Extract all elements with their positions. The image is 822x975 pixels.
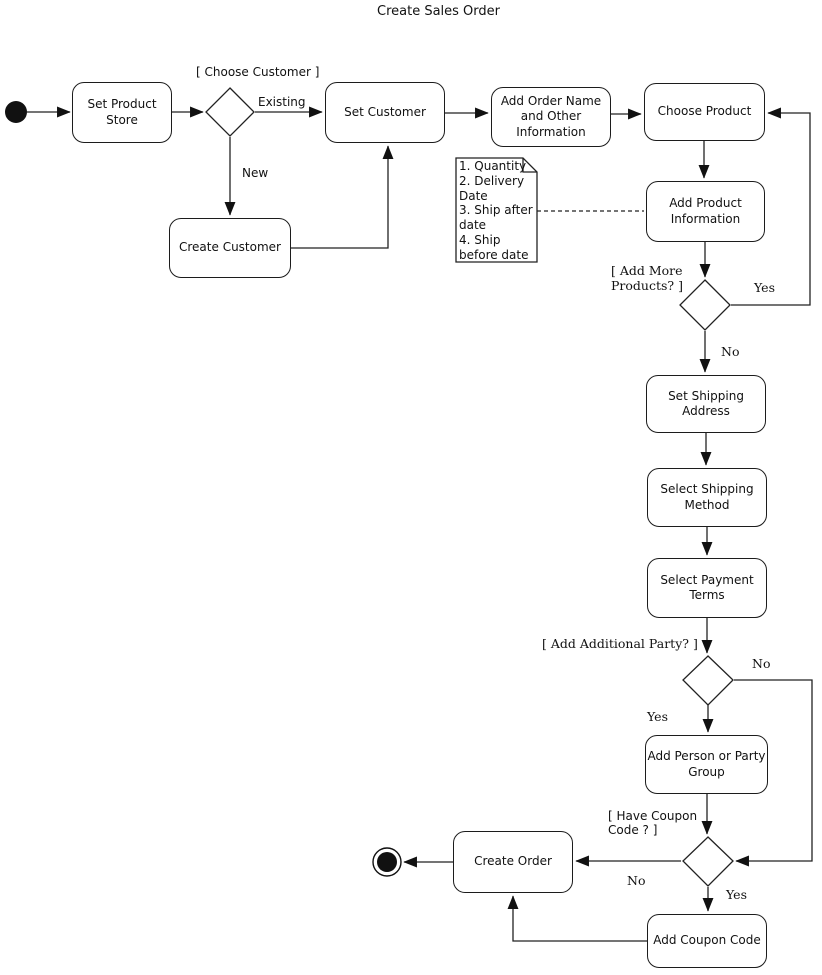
note-line: 3. Ship after bbox=[459, 203, 533, 218]
edge-add-more-yes-loop bbox=[731, 107, 811, 306]
note-line: 1. Quantity bbox=[459, 159, 527, 173]
initial-node bbox=[5, 101, 27, 123]
activity-add-coupon-code: Add Coupon Code bbox=[647, 914, 767, 968]
decision-add-additional-party bbox=[682, 655, 734, 706]
guard-have-coupon-code: [ Have Coupon Code ? ] bbox=[608, 809, 698, 837]
guard-choose-customer: [ Choose Customer ] bbox=[196, 65, 320, 79]
activity-set-customer: Set Customer bbox=[325, 82, 445, 143]
note-line: 2. Delivery bbox=[459, 173, 525, 188]
note-line: 4. Ship bbox=[459, 232, 501, 247]
edge-label-existing: Existing bbox=[258, 95, 306, 109]
activity-add-product-information: Add Product Information bbox=[646, 181, 765, 242]
guard-add-additional-party: [ Add Additional Party? ] bbox=[542, 636, 698, 651]
diagram-title: Create Sales Order bbox=[377, 4, 501, 19]
edge-label-coupon-no: No bbox=[627, 873, 646, 888]
activity-add-order-name: Add Order Name and Other Information bbox=[491, 87, 611, 147]
note-shape bbox=[455, 157, 538, 263]
activity-set-shipping-address: Set Shipping Address bbox=[646, 375, 766, 433]
decision-have-coupon-code bbox=[682, 836, 734, 887]
activity-create-order: Create Order bbox=[453, 831, 573, 893]
edge-add-coupon-to-create-order bbox=[507, 895, 647, 942]
edge-label-new: New bbox=[242, 166, 269, 180]
note-product-info-fields: 1. Quantity 2. Delivery Date 3. Ship aft… bbox=[459, 159, 537, 263]
activity-select-shipping-method: Select Shipping Method bbox=[647, 468, 767, 527]
final-node-dot bbox=[377, 852, 397, 872]
edge-label-coupon-yes: Yes bbox=[726, 887, 747, 902]
edge-additional-party-no-loop bbox=[734, 679, 813, 867]
note-line: Date bbox=[459, 188, 488, 203]
note-fold bbox=[522, 158, 537, 173]
decision-add-more-products bbox=[679, 279, 731, 331]
note-line: before date bbox=[459, 247, 529, 262]
activity-add-person-or-party-group: Add Person or Party Group bbox=[645, 735, 768, 794]
activity-set-product-store: Set Product Store bbox=[72, 82, 172, 143]
activity-choose-product: Choose Product bbox=[644, 83, 765, 141]
activity-create-customer: Create Customer bbox=[169, 218, 291, 278]
edge-label-add-more-yes: Yes bbox=[754, 280, 775, 295]
note-line: date bbox=[459, 218, 487, 233]
guard-add-more-products: [ Add More Products? ] bbox=[611, 263, 683, 293]
edge-label-additional-party-no: No bbox=[752, 656, 771, 671]
edge-label-additional-party-yes: Yes bbox=[647, 709, 668, 724]
edge-create-customer-to-set-customer bbox=[291, 145, 394, 249]
activity-select-payment-terms: Select Payment Terms bbox=[647, 558, 767, 618]
edge-label-add-more-no: No bbox=[721, 344, 740, 359]
decision-choose-customer bbox=[205, 87, 255, 137]
